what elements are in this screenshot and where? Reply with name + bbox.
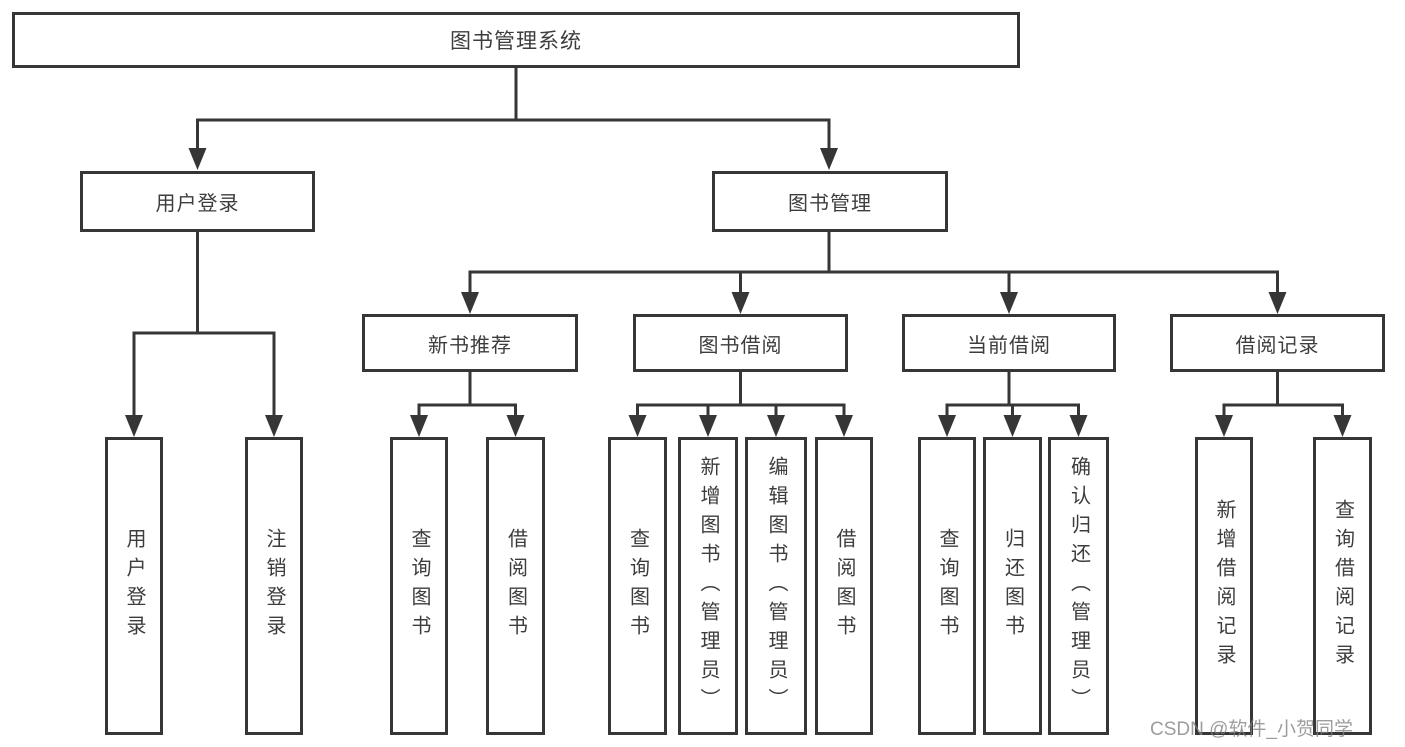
- connector-book-borrow: [636, 371, 846, 417]
- leaf-label: 注销登录: [263, 528, 285, 644]
- node-current-borrow-label: 当前借阅: [967, 334, 1051, 357]
- leaf-query-borrow-record: 查询借阅记录: [1313, 437, 1372, 735]
- leaf-label: 查询图书: [408, 528, 430, 644]
- node-current-borrow: 当前借阅: [902, 314, 1116, 372]
- connector-root: [196, 68, 831, 150]
- leaf-query-books-current: 查询图书: [918, 437, 976, 735]
- node-borrow-records-label: 借阅记录: [1235, 334, 1320, 357]
- leaf-label: 新增借阅记录: [1213, 499, 1235, 673]
- leaf-label: 借阅图书: [833, 528, 855, 644]
- leaf-borrow-books-recommend: 借阅图书: [486, 437, 545, 735]
- node-book-borrow: 图书借阅: [633, 314, 848, 372]
- leaf-label: 借阅图书: [504, 528, 527, 644]
- connector-book-management: [468, 232, 1279, 294]
- leaf-return-book: 归还图书: [983, 437, 1042, 735]
- leaf-query-books-borrow: 查询图书: [608, 437, 667, 735]
- leaf-label: 归还图书: [1001, 528, 1024, 644]
- node-book-management: 图书管理: [712, 171, 948, 232]
- node-user-login-label: 用户登录: [155, 193, 240, 215]
- node-root: 图书管理系统: [12, 12, 1020, 68]
- node-new-book-recommend: 新书推荐: [362, 314, 578, 372]
- leaf-label: 新增图书（管理员）: [697, 455, 719, 717]
- watermark-text: CSDN @软件_小贺同学: [1150, 719, 1353, 740]
- node-user-login: 用户登录: [80, 171, 315, 232]
- leaf-label: 用户登录: [123, 528, 145, 644]
- node-book-borrow-label: 图书借阅: [698, 334, 783, 357]
- connector-new-book: [417, 371, 517, 417]
- connector-current-borrow: [945, 371, 1080, 417]
- connector-borrow-records: [1222, 371, 1344, 417]
- arrowheads: [125, 148, 1352, 437]
- leaf-query-books-recommend: 查询图书: [390, 437, 448, 735]
- leaf-logout: 注销登录: [245, 437, 303, 735]
- leaf-label: 查询图书: [626, 528, 649, 644]
- leaf-user-login: 用户登录: [105, 437, 163, 735]
- connector-user-login: [132, 232, 276, 417]
- leaf-label: 查询借阅记录: [1331, 499, 1354, 673]
- leaf-add-book-admin: 新增图书（管理员）: [678, 437, 738, 735]
- node-borrow-records: 借阅记录: [1170, 314, 1385, 372]
- node-root-label: 图书管理系统: [450, 30, 582, 53]
- leaf-borrow-books: 借阅图书: [815, 437, 873, 735]
- leaf-edit-book-admin: 编辑图书（管理员）: [745, 437, 807, 735]
- leaf-label: 查询图书: [936, 528, 958, 644]
- node-book-management-label: 图书管理: [788, 193, 872, 215]
- leaf-label: 确认归还（管理员）: [1067, 455, 1090, 717]
- node-new-book-recommend-label: 新书推荐: [428, 334, 512, 357]
- leaf-label: 编辑图书（管理员）: [765, 455, 787, 717]
- leaf-add-borrow-record: 新增借阅记录: [1195, 437, 1253, 735]
- leaf-confirm-return-admin: 确认归还（管理员）: [1048, 437, 1109, 735]
